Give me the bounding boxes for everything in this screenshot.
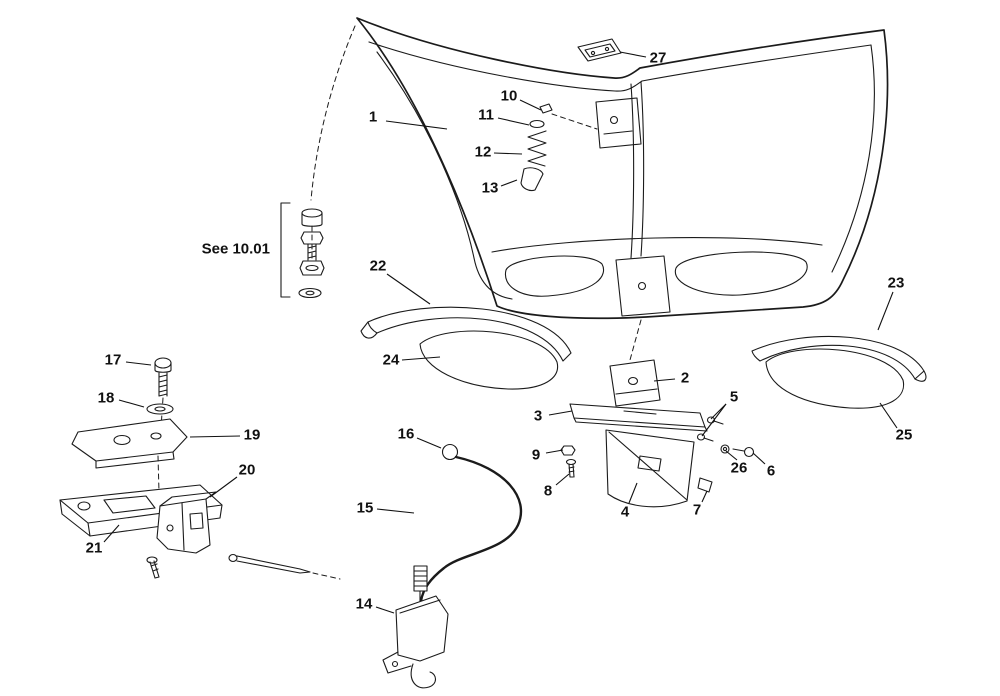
hood-panel bbox=[356, 17, 889, 320]
leader-line-19 bbox=[189, 435, 241, 438]
leader-line-20 bbox=[209, 476, 238, 498]
part-label-15: 15 bbox=[357, 500, 374, 517]
part-label-23: 23 bbox=[888, 275, 905, 292]
part-label-6: 6 bbox=[767, 463, 775, 480]
part-label-1: 1 bbox=[369, 109, 377, 126]
part-label-10: 10 bbox=[501, 88, 518, 105]
leader-line-15 bbox=[376, 508, 415, 514]
part-label-17: 17 bbox=[105, 352, 122, 369]
latch-assembly bbox=[560, 319, 755, 508]
leader-line-7 bbox=[701, 490, 708, 503]
leader-line-1 bbox=[385, 120, 448, 130]
part-label-9: 9 bbox=[532, 447, 540, 464]
leader-line-9 bbox=[545, 449, 564, 454]
leader-line-25 bbox=[879, 402, 898, 429]
part-label-2: 2 bbox=[681, 370, 689, 387]
part-label-5: 5 bbox=[730, 389, 738, 406]
hood-lock-plate bbox=[577, 38, 622, 62]
right-grille bbox=[751, 335, 927, 409]
buffer-spring-assembly bbox=[520, 103, 598, 192]
leader-line-4 bbox=[628, 482, 638, 504]
leader-line-22 bbox=[386, 273, 431, 305]
part-label-24: 24 bbox=[383, 352, 400, 369]
part-label-26: 26 bbox=[731, 460, 748, 477]
part-labels: 1234567891011121314151617181920212223242… bbox=[86, 50, 913, 614]
release-cable bbox=[382, 443, 523, 689]
part-label-20: 20 bbox=[239, 462, 256, 479]
leader-line-11 bbox=[497, 117, 530, 126]
part-label-16: 16 bbox=[398, 426, 415, 443]
part-label-3: 3 bbox=[534, 408, 542, 425]
leader-line-8 bbox=[555, 473, 570, 486]
leader-line-3 bbox=[548, 410, 573, 416]
leader-line-2 bbox=[653, 378, 676, 382]
part-label-4: 4 bbox=[621, 504, 630, 521]
leader-line-14 bbox=[375, 606, 395, 614]
part-label-18: 18 bbox=[98, 390, 115, 407]
leader-line-16 bbox=[416, 437, 442, 449]
part-label-27: 27 bbox=[650, 50, 667, 67]
part-label-11: 11 bbox=[478, 107, 494, 124]
see-note-hardware bbox=[280, 25, 356, 299]
part-label-13: 13 bbox=[482, 180, 499, 197]
part-label-22: 22 bbox=[370, 258, 387, 275]
part-label-19: 19 bbox=[244, 427, 261, 444]
leader-line-10 bbox=[519, 99, 542, 111]
leader-line-18 bbox=[118, 399, 145, 408]
leader-line-26 bbox=[725, 450, 738, 461]
leader-line-21 bbox=[103, 524, 120, 543]
leader-line-23 bbox=[877, 291, 894, 331]
leader-line-12 bbox=[493, 152, 523, 155]
left-grille bbox=[360, 306, 572, 390]
part-label-8: 8 bbox=[544, 483, 552, 500]
leader-line-24 bbox=[401, 356, 441, 361]
leader-line-27 bbox=[619, 51, 647, 58]
leader-line-6 bbox=[752, 452, 766, 465]
part-label-14: 14 bbox=[356, 596, 373, 613]
leader-line-13 bbox=[500, 179, 518, 187]
part-label-7: 7 bbox=[693, 502, 701, 519]
see-note: See 10.01 bbox=[202, 241, 270, 258]
part-label-12: 12 bbox=[475, 144, 492, 161]
leader-line-17 bbox=[125, 361, 152, 366]
leader-line-5 bbox=[701, 403, 727, 437]
part-label-21: 21 bbox=[86, 540, 103, 557]
hinge-assembly bbox=[59, 357, 341, 580]
part-label-25: 25 bbox=[896, 427, 913, 444]
